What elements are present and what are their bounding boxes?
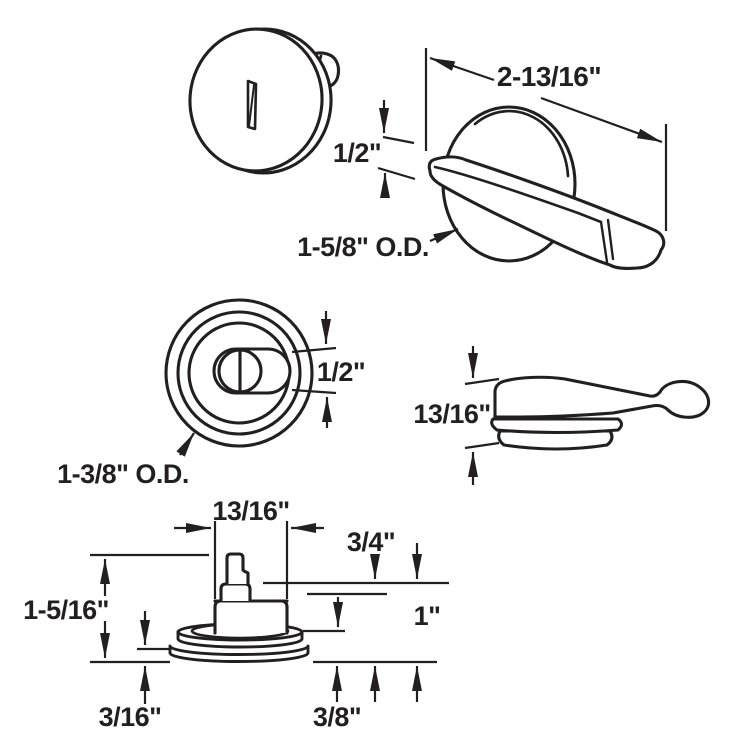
dim-label-stem-depth: 3/4" <box>347 527 395 557</box>
handle-lever <box>427 155 666 270</box>
dim-label-side-height: 13/16" <box>413 399 490 429</box>
figure-spindle-front-view: 13/16" 1-5/16" 3/16" 3/4" 1" 3/8" <box>23 496 449 732</box>
dim-label-handle-length: 2-13/16" <box>497 61 601 92</box>
dim-label-overall-height: 1-5/16" <box>23 595 109 625</box>
spindle-flange-lower <box>168 644 310 663</box>
dim-label-base-height: 3/8" <box>313 702 361 732</box>
dim-label-hub-width: 1/2" <box>333 138 381 168</box>
figure-handle-top-view: 1/2" 1-3/8" O.D. <box>57 298 366 489</box>
side-view-base-ring-lower <box>497 429 614 451</box>
figure-crank-handle-3d: 2-13/16" 1/2" 1-5/8" O.D. <box>297 48 668 270</box>
dim-label-knob-od: 1-5/8" O.D. <box>297 232 429 262</box>
spindle-flange-upper <box>176 630 304 649</box>
dim-label-body-height: 1" <box>414 601 441 631</box>
figure-cover-plate-3d <box>188 27 341 175</box>
handle-knob-rim-arc <box>473 109 570 178</box>
side-view-base-ring-upper <box>490 417 624 435</box>
figure-handle-side-view: 13/16" <box>413 346 711 485</box>
dim-label-spindle-width: 13/16" <box>212 496 289 526</box>
dim-label-slot-height: 1/2" <box>317 357 365 387</box>
side-view-handle-body <box>493 375 711 419</box>
dim-label-flange-thickness: 3/16" <box>99 702 162 732</box>
spindle-stem <box>225 552 250 586</box>
top-view-slot-housing <box>212 347 292 395</box>
dim-label-plate-od: 1-3/8" O.D. <box>57 459 189 489</box>
